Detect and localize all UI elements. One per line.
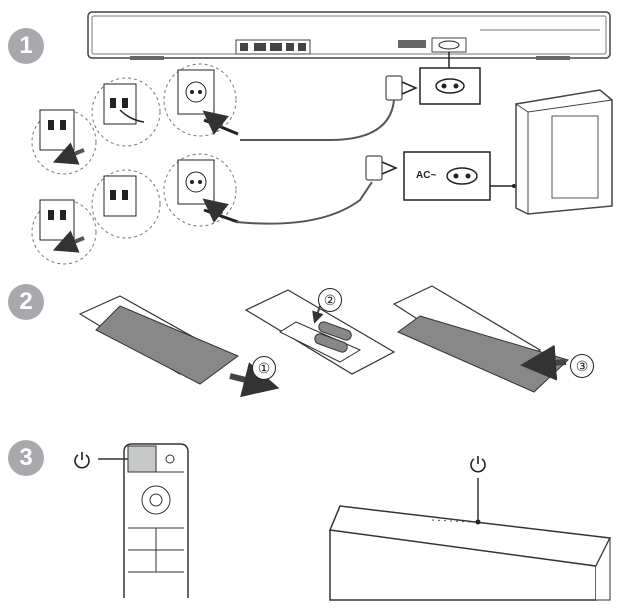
remote-control: [123, 443, 189, 598]
power-icon: [468, 454, 488, 474]
power-icon: [72, 450, 92, 470]
step-2-badge: 2: [8, 284, 44, 320]
callout-3: ③: [570, 354, 594, 378]
subwoofer: [515, 89, 613, 215]
subwoofer-power-cord: [235, 181, 373, 225]
soundbar-front: [328, 478, 612, 601]
remote-open-cover: [78, 295, 280, 398]
remote-close-cover: [392, 285, 569, 393]
wall-outlet-group-bottom: [31, 153, 239, 265]
soundbar-ac-socket: [419, 67, 481, 105]
ac-label: AC~: [416, 170, 437, 181]
remote-battery-compartment: [244, 289, 396, 375]
step-1-badge: 1: [8, 28, 44, 64]
callout-2: ②: [318, 288, 342, 312]
subwoofer-ac-socket: [403, 151, 516, 201]
step-3-badge: 3: [8, 440, 44, 476]
wall-outlet-group-top: [31, 63, 239, 175]
soundbar-power-plug: [240, 75, 418, 141]
soundbar-rear: [87, 11, 611, 60]
subwoofer-power-plug: [365, 155, 398, 181]
callout-1: ①: [252, 356, 276, 380]
